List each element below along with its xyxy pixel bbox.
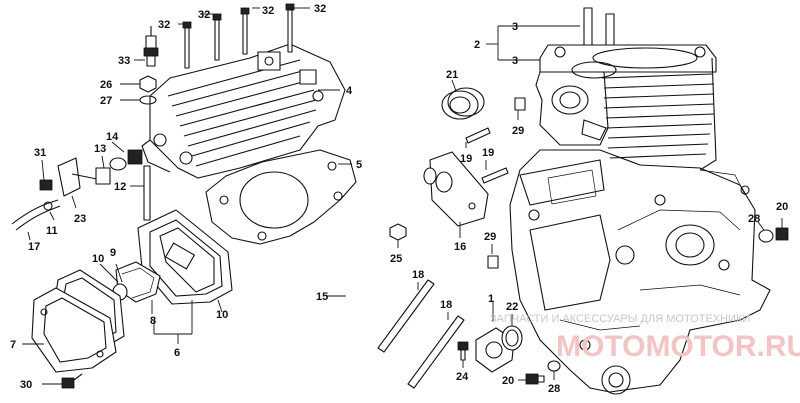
callout-23: 12: [114, 181, 126, 193]
callout-22: 22: [506, 301, 518, 313]
dowel-pin-top: [514, 97, 526, 111]
callout-27: 27: [100, 95, 112, 107]
governor-linkage: [11, 149, 143, 231]
exhaust-plate: [429, 151, 489, 227]
callout-28a: 28: [548, 383, 560, 395]
callout-32d: 32: [314, 3, 326, 15]
callout-3a: 3: [512, 21, 518, 33]
callout-25: 25: [390, 253, 402, 265]
callout-1: 1: [488, 293, 494, 305]
nut-25: [389, 223, 407, 241]
callout-29b: 29: [484, 231, 496, 243]
callout-20b: 20: [776, 201, 788, 213]
cylinder-head: [141, 43, 346, 179]
callout-24: 24: [456, 371, 469, 383]
head-bolts: [178, 3, 310, 69]
bolt-30: [61, 373, 83, 389]
callout-29a: 29: [512, 125, 524, 137]
callout-6: 6: [174, 347, 180, 359]
callout-19b: 19: [482, 147, 494, 159]
callout-32c: 32: [262, 5, 274, 17]
head-gasket: [205, 149, 357, 245]
callout-20a: 20: [502, 375, 514, 387]
callout-32a: 32: [158, 19, 170, 31]
callout-3b: 3: [512, 55, 518, 67]
callout-4: 4: [346, 85, 353, 97]
callout-19a: 19: [460, 153, 472, 165]
callout-9: 9: [110, 247, 116, 259]
studs-19: [465, 127, 509, 184]
oil-seal: [441, 87, 485, 120]
nut-26: [139, 75, 157, 93]
callout-5: 5: [356, 159, 362, 171]
callout-12: 17: [28, 241, 40, 253]
stud-23: [143, 165, 151, 221]
callout-13: 13: [94, 143, 106, 155]
callout-7: 7: [10, 339, 16, 351]
callout-2: 2: [474, 39, 480, 51]
callout-18b: 18: [440, 299, 452, 311]
cylinder-block: [509, 7, 771, 395]
callout-30: 30: [20, 379, 32, 391]
bolt-24: [457, 341, 469, 361]
callout-10a: 10: [92, 253, 104, 265]
watermark-logo: MOTOMOTOR.RU: [556, 330, 800, 363]
watermark-tagline: ЗАПЧАСТИ И АКСЕССУАРЫ ДЛЯ МОТОТЕХНИКИ: [490, 313, 750, 325]
callout-26: 26: [100, 79, 112, 91]
callout-16: 16: [454, 241, 466, 253]
callout-33: 33: [118, 55, 130, 67]
side-bolt: [758, 227, 789, 243]
dowel-pin-lower: [487, 255, 499, 269]
callout-31: 31: [34, 147, 46, 159]
callout-group-block: 3 2 3 1: [474, 21, 580, 322]
drain-bolt: [525, 373, 545, 385]
oil-seal-22: [475, 325, 523, 373]
callout-32b: 32: [198, 9, 210, 21]
long-studs: [377, 279, 465, 389]
spark-plug: [143, 26, 159, 67]
callout-10b: 10: [216, 309, 228, 321]
callout-21: 21: [446, 69, 458, 81]
callout-11: 23: [74, 213, 86, 225]
breather-tube: [347, 167, 437, 392]
callout-28b: 28: [748, 213, 760, 225]
callout-17: 11: [46, 225, 58, 237]
callout-18a: 18: [412, 269, 424, 281]
callout-14: 14: [106, 131, 119, 143]
callout-8: 8: [150, 315, 156, 327]
breather-cover-assembly: [31, 209, 233, 373]
callout-15: 15: [316, 291, 328, 303]
